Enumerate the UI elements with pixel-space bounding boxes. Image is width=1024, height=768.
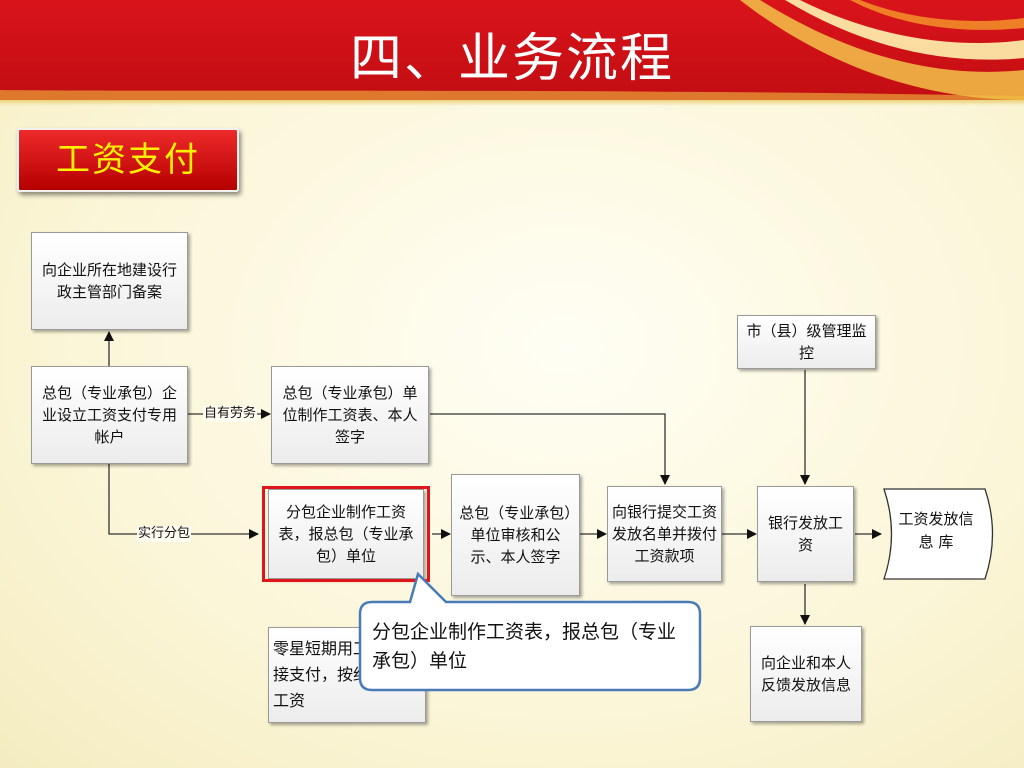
box-city-monitor: 市（县）级管理监控 <box>737 315 876 369</box>
header-underline <box>0 100 1024 106</box>
box-register-authority: 向企业所在地建设行政主管部门备案 <box>31 232 188 330</box>
callout-text: 分包企业制作工资表，报总包（专业承包）单位 <box>372 621 677 672</box>
box-general-payroll: 总包（专业承包）单位制作工资表、本人签字 <box>271 366 429 464</box>
box-bank-pay: 银行发放工资 <box>757 486 854 582</box>
box-sub-payroll: 分包企业制作工资表，报总包（专业承包）单位 <box>268 489 424 579</box>
arrow-subcontract <box>108 464 259 539</box>
arrow-general-to-bank-submit <box>430 413 670 485</box>
header-bar: 四、业务流程 <box>0 0 1024 100</box>
box-feedback: 向企业和本人反馈发放信息 <box>750 626 862 722</box>
label-own-labor: 自有劳务 <box>203 406 258 422</box>
highlight-frame <box>262 486 430 582</box>
box-review: 总包（专业承包）单位审核和公示、本人签字 <box>451 474 580 596</box>
box-special-account: 总包（专业承包）企业设立工资支付专用帐户 <box>31 366 188 464</box>
database-label: 工资发放信 息 库 <box>898 510 974 551</box>
box-bank-submit: 向银行提交工资发放名单并拨付工资款项 <box>607 486 722 582</box>
section-label-button[interactable]: 工资支付 <box>17 128 239 192</box>
header-swoosh-decoration <box>0 0 1024 100</box>
database-shape <box>883 488 994 580</box>
label-subcontract: 实行分包 <box>137 526 192 542</box>
page-title: 四、业务流程 <box>349 29 674 89</box>
